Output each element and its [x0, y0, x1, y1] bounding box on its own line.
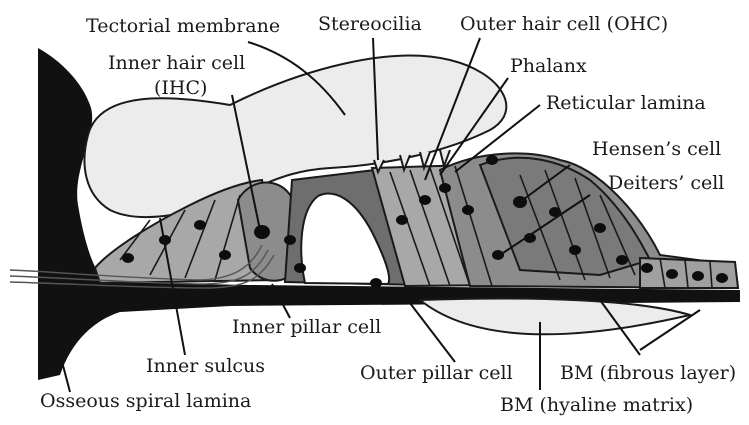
- label-inner-sulcus: Inner sulcus: [146, 355, 265, 377]
- label-hensens-cell: Hensen’s cell: [592, 138, 721, 160]
- label-tectorial-membrane: Tectorial membrane: [86, 15, 280, 37]
- label-inner-pillar-cell: Inner pillar cell: [232, 316, 381, 338]
- label-inner-hair-cell-line2: (IHC): [154, 77, 207, 99]
- label-osseous-spiral-lamina: Osseous spiral lamina: [40, 390, 251, 412]
- label-deiters-cell: Deiters’ cell: [608, 172, 724, 194]
- label-outer-pillar-cell: Outer pillar cell: [360, 362, 513, 384]
- outer-cell-row: [640, 258, 738, 288]
- label-bm-hyaline-matrix: BM (hyaline matrix): [500, 394, 693, 416]
- label-outer-hair-cell: Outer hair cell (OHC): [460, 13, 668, 35]
- label-phalanx: Phalanx: [510, 55, 587, 77]
- bm-hyaline-matrix-shape: [420, 299, 690, 335]
- label-stereocilia: Stereocilia: [318, 13, 422, 35]
- label-bm-fibrous-layer: BM (fibrous layer): [560, 362, 736, 384]
- label-inner-hair-cell-line1: Inner hair cell: [108, 52, 245, 74]
- label-reticular-lamina: Reticular lamina: [546, 92, 706, 114]
